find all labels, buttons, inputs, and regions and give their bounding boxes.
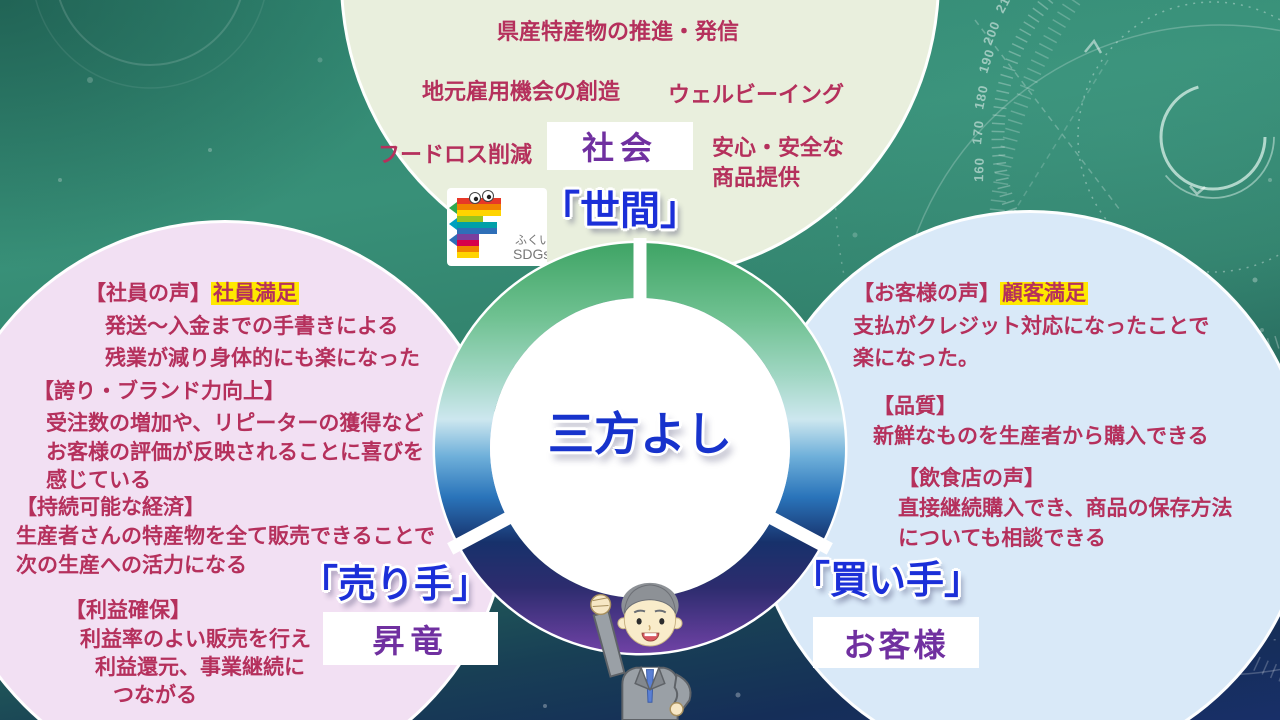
seller-profit-line2: 利益還元、事業継続に (95, 656, 305, 679)
buyer-voice-line2: 楽になった。 (853, 347, 979, 370)
dial-numbers: 210 200 190 180 170 160 (969, 0, 1017, 182)
seller-voice-line2: 残業が減り身体的にも楽になった (105, 347, 420, 370)
seller-heading: 「売り手」 (300, 564, 491, 606)
seller-pride-line3: 感じている (46, 469, 151, 492)
society-item-foodloss: フードロス削減 (378, 142, 533, 167)
buyer-heading: 「買い手」 (792, 560, 983, 602)
society-label-box: 社会 (547, 122, 693, 170)
buyer-voice-line1: 支払がクレジット対応になったことで (853, 315, 1210, 338)
hip-arm (669, 673, 692, 717)
dial-number: 210 (992, 0, 1017, 15)
buyer-restaurant-line2: についても相談できる (898, 527, 1106, 550)
buyer-quality-title: 【品質】 (873, 395, 957, 418)
chevron-down-icon (1189, 185, 1206, 196)
society-item-promote: 県産特産物の推進・発信 (497, 19, 740, 44)
seller-economy-title: 【持続可能な経済】 (16, 496, 205, 519)
eyebrow-right (654, 609, 667, 614)
buyer-restaurant-line1: 直接継続購入でき、商品の保存方法 (898, 497, 1233, 520)
seller-pride-line2: お客様の評価が反映されることに喜びを (46, 441, 424, 464)
logo-googly-eyes (469, 190, 494, 204)
buyer-label-box: お客様 (813, 617, 979, 668)
center-title: 三方よし (548, 408, 732, 460)
society-heading: 「世間」 (540, 189, 700, 233)
logo-f-character (449, 190, 501, 258)
bright-arc-inner (1159, 83, 1267, 191)
torso (621, 665, 679, 720)
buyer-voice-title-text: 【お客様の声】 (853, 282, 1000, 305)
dial-number: 190 (976, 47, 998, 75)
ring-gaps (447, 238, 833, 555)
society-item-safety-line1: 安心・安全な (712, 135, 845, 160)
seller-pride-title: 【誇り・ブランド力向上】 (33, 380, 285, 403)
dashed-line (949, 59, 1109, 316)
dial-number: 170 (969, 119, 987, 145)
raised-arm (590, 593, 626, 678)
dial-number: 200 (980, 19, 1003, 48)
eye-left (636, 618, 642, 625)
seller-profit-title: 【利益確保】 (65, 599, 191, 622)
businessman-character (590, 582, 692, 720)
seller-pride-line1: 受注数の増加や、リピーターの獲得など (46, 412, 424, 435)
dial-number: 180 (971, 83, 991, 110)
society-item-employment: 地元雇用機会の創造 (422, 79, 621, 104)
ring-inner-disc (490, 298, 790, 598)
dial-number: 160 (971, 157, 987, 182)
seller-profit-line3: つながる (113, 684, 197, 707)
society-item-safety-line2: 商品提供 (712, 165, 801, 190)
seller-economy-line2: 次の生産への活力になる (16, 554, 247, 577)
head (617, 582, 683, 647)
eye-right (659, 618, 665, 625)
buyer-voice-highlight: 顧客満足 (1000, 282, 1088, 305)
buyer-restaurant-title: 【飲食店の声】 (898, 467, 1045, 490)
chevron-up-icon (1084, 38, 1103, 54)
seller-voice-title: 【社員の声】社員満足 (85, 281, 299, 307)
seller-profit-line1: 利益率のよい販売を行え (80, 628, 311, 651)
society-item-wellbeing: ウェルビーイング (668, 82, 845, 107)
buyer-voice-title: 【お客様の声】顧客満足 (853, 281, 1088, 307)
seller-voice-line1: 発送〜入金までの手書きによる (105, 315, 399, 338)
logo-text-line1: ふくい (515, 233, 547, 247)
lapel-right (649, 665, 666, 691)
decorative-arc (35, 0, 265, 89)
fukui-sdgs-logo: ふくい SDGs (447, 188, 547, 266)
buyer-quality-line1: 新鮮なものを生産者から購入できる (873, 425, 1209, 448)
seller-voice-title-text: 【社員の声】 (85, 282, 211, 305)
bright-arc-outer (1151, 75, 1275, 199)
tie (646, 669, 654, 703)
seller-voice-highlight: 社員満足 (211, 282, 299, 305)
nose (648, 624, 651, 631)
logo-text-line2: SDGs (513, 246, 547, 262)
seller-economy-line1: 生産者さんの特産物を全て販売できることで (16, 525, 435, 548)
lapel-left (634, 665, 651, 691)
chevrons (1084, 38, 1206, 196)
dashed-line (974, 19, 1121, 211)
decorative-arc (58, 0, 242, 66)
hand (669, 701, 684, 717)
eyebrow-left (633, 609, 646, 614)
seller-label-box: 昇竜 (323, 612, 498, 665)
